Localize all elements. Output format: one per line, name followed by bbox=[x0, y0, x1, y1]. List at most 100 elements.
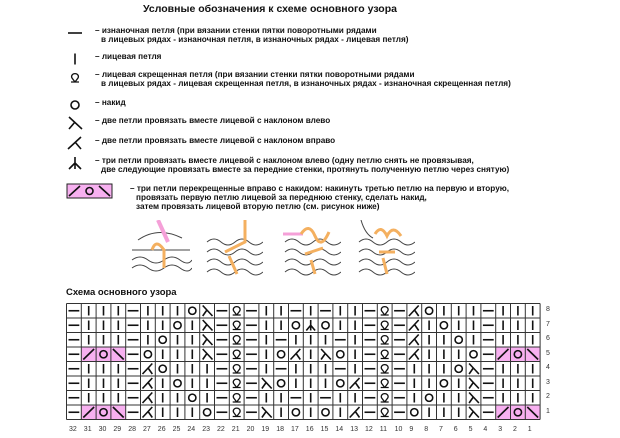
legend-item-text: – две петли провязать вместе лицевой с н… bbox=[95, 116, 330, 125]
chart-cell bbox=[468, 406, 480, 419]
column-number: 5 bbox=[468, 426, 473, 433]
chart-cell bbox=[510, 405, 526, 420]
k3tog-left-icon bbox=[68, 157, 82, 170]
chart-cell bbox=[81, 347, 97, 362]
yarn-over-icon bbox=[70, 100, 80, 110]
column-number: 23 bbox=[202, 426, 210, 433]
cross-right-yo-icon bbox=[66, 183, 113, 199]
chart-cell bbox=[510, 347, 526, 362]
row-number: 7 bbox=[546, 320, 550, 328]
chart-cell bbox=[261, 377, 273, 390]
chart-cell bbox=[232, 305, 241, 316]
column-number: 2 bbox=[513, 426, 517, 433]
chart-cell bbox=[187, 306, 197, 316]
chart-cell bbox=[469, 349, 478, 359]
chart-cell bbox=[349, 406, 361, 419]
column-number: 15 bbox=[320, 426, 329, 433]
purl-icon bbox=[68, 32, 82, 34]
legend-line: – накид bbox=[95, 98, 126, 107]
row-number: 2 bbox=[546, 393, 550, 400]
chart-cell bbox=[141, 362, 153, 375]
chart-cell bbox=[232, 334, 241, 345]
chart-cell bbox=[380, 305, 389, 316]
legend-item-text: – накид bbox=[95, 98, 126, 107]
chart-title: Схема основного узора bbox=[66, 287, 177, 298]
row-number: 8 bbox=[546, 306, 550, 313]
legend-line: – три петли провязать вместе лицевой с н… bbox=[95, 156, 474, 165]
column-number: 31 bbox=[83, 426, 92, 433]
chart-cell bbox=[141, 406, 153, 419]
column-number: 12 bbox=[365, 426, 373, 433]
illustration-step-4 bbox=[358, 220, 415, 276]
chart-cell bbox=[202, 319, 214, 332]
column-number: 30 bbox=[98, 426, 107, 433]
k2tog-right-icon bbox=[67, 136, 82, 150]
column-number: 10 bbox=[394, 426, 403, 433]
legend-line: – две петли провязать вместе лицевой с н… bbox=[95, 116, 331, 125]
chart-cell bbox=[320, 348, 332, 361]
column-number: 29 bbox=[113, 426, 122, 433]
row-number: 6 bbox=[546, 335, 550, 342]
chart-cell bbox=[409, 407, 419, 417]
chart-cell bbox=[380, 392, 389, 403]
chart-cell bbox=[291, 320, 301, 330]
chart-cell bbox=[408, 333, 420, 346]
row-number: 1 bbox=[546, 407, 550, 415]
column-number: 7 bbox=[439, 426, 443, 433]
chart-cell bbox=[158, 335, 168, 345]
chart-cell bbox=[276, 349, 286, 359]
chart-cell bbox=[424, 306, 434, 316]
chart-cell bbox=[141, 377, 153, 390]
column-number: 16 bbox=[305, 426, 314, 433]
illustration-step-2 bbox=[206, 220, 263, 276]
chart-cell bbox=[81, 405, 97, 420]
chart-cell bbox=[380, 363, 389, 374]
legend-item-text: – три петли перекрещенные вправо с накид… bbox=[130, 184, 509, 211]
twisted-knit-icon bbox=[70, 72, 80, 83]
chart-cell bbox=[439, 378, 449, 388]
legend-item-text: – три петли провязать вместе лицевой с н… bbox=[95, 156, 509, 174]
chart-cell bbox=[173, 320, 182, 330]
chart-cell bbox=[454, 335, 464, 345]
chart-cell bbox=[321, 320, 330, 330]
column-number: 20 bbox=[246, 426, 255, 433]
column-number: 3 bbox=[498, 426, 503, 433]
column-number: 9 bbox=[409, 426, 414, 433]
column-number: 11 bbox=[379, 426, 388, 433]
column-number: 13 bbox=[350, 426, 358, 433]
chart-cell bbox=[261, 406, 273, 419]
legend-line: затем провязать лицевой вторую петлю (см… bbox=[136, 202, 380, 211]
chart-cell bbox=[96, 347, 111, 362]
column-number: 1 bbox=[527, 426, 532, 433]
column-number: 8 bbox=[424, 426, 429, 433]
chart-cell bbox=[380, 349, 389, 360]
legend-title: Условные обозначения к схеме основного у… bbox=[143, 3, 397, 15]
chart-cell bbox=[321, 407, 330, 417]
chart-cell bbox=[408, 319, 420, 332]
legend-line: две следующие провязать вместе за передн… bbox=[101, 165, 510, 174]
column-number: 4 bbox=[483, 426, 488, 433]
chart-cell bbox=[96, 405, 111, 420]
chart-cell bbox=[110, 347, 126, 362]
column-number: 32 bbox=[69, 426, 77, 433]
chart-cell bbox=[439, 320, 449, 330]
chart-cell bbox=[232, 349, 241, 360]
chart-cell bbox=[232, 363, 241, 374]
column-number: 18 bbox=[276, 426, 284, 433]
chart-cell bbox=[468, 377, 480, 390]
chart-cell bbox=[232, 378, 241, 389]
legend-line: – три петли перекрещенные вправо с накид… bbox=[130, 184, 510, 193]
chart-cell bbox=[202, 304, 214, 317]
chart-cell bbox=[276, 378, 286, 388]
chart-cell bbox=[202, 407, 212, 417]
chart-cell bbox=[335, 378, 345, 388]
legend-line: – изнаночная петля (при вязании стенки п… bbox=[95, 26, 377, 35]
column-number: 22 bbox=[217, 426, 225, 433]
chart-cell bbox=[158, 364, 168, 374]
column-number: 21 bbox=[231, 426, 240, 433]
chart-cell bbox=[408, 348, 420, 361]
row-number: 5 bbox=[546, 349, 550, 357]
chart-cell bbox=[143, 349, 153, 359]
knit-icon bbox=[74, 53, 76, 65]
column-number: 25 bbox=[172, 426, 181, 433]
